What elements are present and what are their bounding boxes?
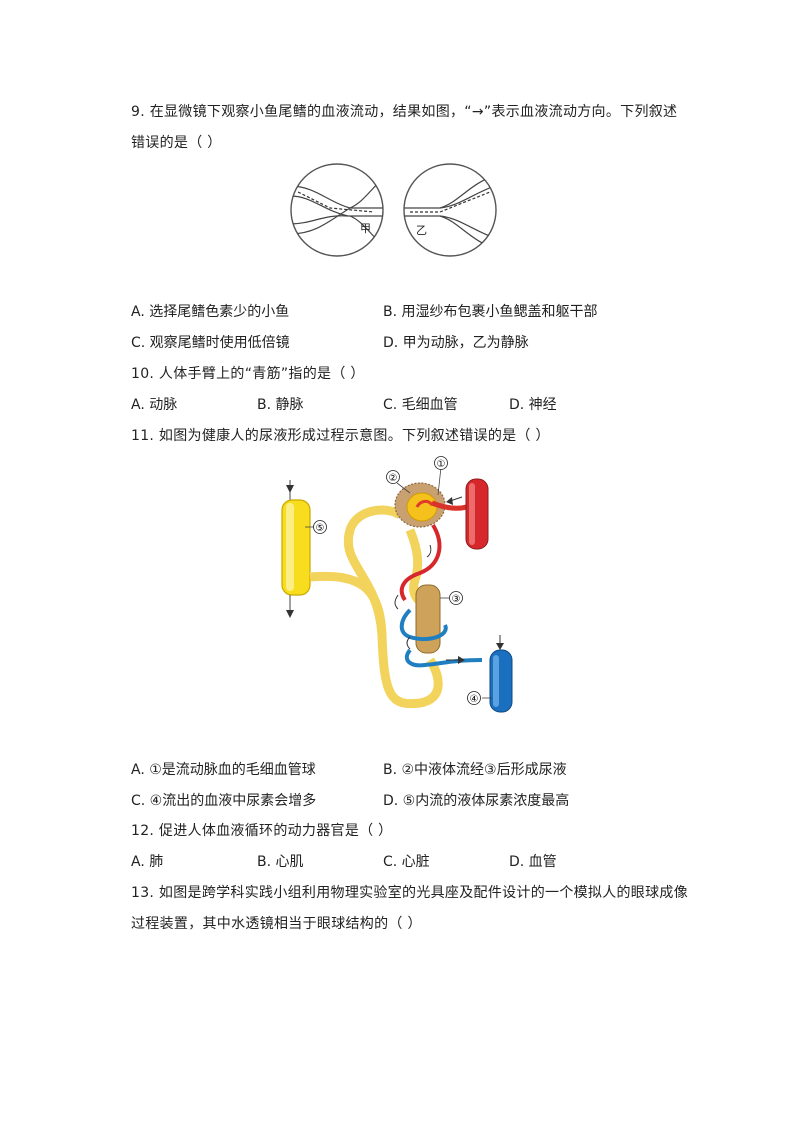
q9-microscope-figure: 甲 乙 (290, 163, 497, 257)
q9-stem-line1: 9. 在显微镜下观察小鱼尾鳍的血液流动，结果如图，“→”表示血液流动方向。下列叙… (131, 104, 678, 120)
collecting-duct-5 (281, 480, 311, 618)
q9-option-d[interactable]: D. 甲为动脉，乙为静脉 (383, 335, 529, 351)
q11-option-c[interactable]: C. ④流出的血液中尿素会增多 (131, 793, 317, 809)
q13-stem-line2: 过程装置，其中水透镜相当于眼球结构的（ ） (131, 916, 422, 932)
bowmans-capsule-2 (394, 482, 446, 528)
label-1: ① (437, 459, 446, 470)
q10-option-d[interactable]: D. 神经 (509, 397, 557, 413)
label-3: ③ (452, 594, 461, 605)
q11-nephron-figure: ① ② ③ ④ ⑤ (281, 456, 513, 713)
q13-stem-line1: 13. 如图是跨学科实践小组利用物理实验室的光具座及配件设计的一个模拟人的眼球成… (131, 885, 689, 901)
q12-option-a[interactable]: A. 肺 (131, 854, 164, 870)
q11-option-a[interactable]: A. ①是流动脉血的毛细血管球 (131, 762, 316, 778)
q10-option-b[interactable]: B. 静脉 (257, 397, 304, 413)
q11-stem: 11. 如图为健康人的尿液形成过程示意图。下列叙述错误的是（ ） (131, 428, 550, 444)
label-5: ⑤ (316, 523, 325, 534)
q10-option-c[interactable]: C. 毛细血管 (383, 397, 458, 413)
q12-option-b[interactable]: B. 心肌 (257, 854, 304, 870)
q9-option-c[interactable]: C. 观察尾鳍时使用低倍镜 (131, 335, 290, 351)
microscope-field-yi: 乙 (403, 163, 497, 257)
q9-stem-line2: 错误的是（ ） (131, 135, 222, 151)
afferent-vessel (399, 478, 489, 602)
q10-option-a[interactable]: A. 动脉 (131, 397, 178, 413)
q12-option-d[interactable]: D. 血管 (509, 854, 557, 870)
label-2: ② (389, 473, 398, 484)
q10-stem: 10. 人体手臂上的“青筋”指的是（ ） (131, 366, 365, 382)
q12-option-c[interactable]: C. 心脏 (383, 854, 430, 870)
renal-tubule-loop (415, 584, 441, 654)
q9-option-a[interactable]: A. 选择尾鳍色素少的小鱼 (131, 304, 290, 320)
q11-option-b[interactable]: B. ②中液体流经③后形成尿液 (383, 762, 567, 778)
microscope-field-jia: 甲 (290, 163, 384, 257)
q12-stem: 12. 促进人体血液循环的动力器官是（ ） (131, 823, 393, 839)
q11-option-d[interactable]: D. ⑤内流的液体尿素浓度最高 (383, 793, 570, 809)
q9-label-yi: 乙 (416, 224, 427, 237)
q9-option-b[interactable]: B. 用湿纱布包裹小鱼鳃盖和躯干部 (383, 304, 598, 320)
q9-label-jia: 甲 (360, 222, 371, 235)
label-4: ④ (470, 694, 479, 705)
renal-vein-4 (399, 608, 513, 713)
